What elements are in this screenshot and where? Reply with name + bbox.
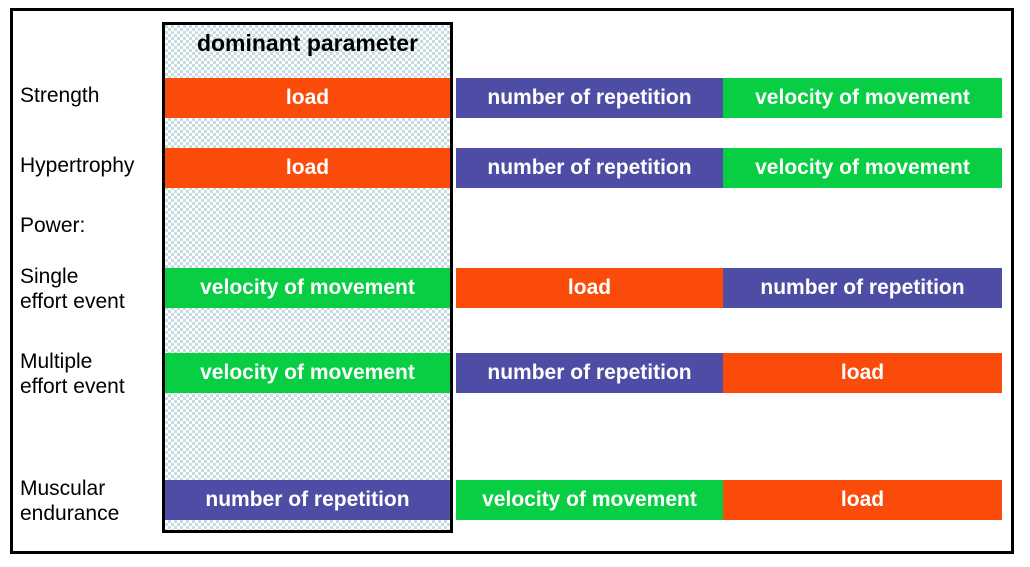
secondary-bar-single-effort-event-2: number of repetition bbox=[723, 268, 1002, 308]
row-label-power-heading: Power: bbox=[20, 214, 86, 237]
row-label-strength: Strength bbox=[20, 84, 100, 107]
secondary-bar-hypertrophy-1: number of repetition bbox=[456, 148, 723, 188]
dominant-bar-hypertrophy: load bbox=[165, 148, 450, 188]
row-label-multiple-effort-event: Multiple effort event bbox=[20, 350, 125, 398]
dominant-bar-single-effort-event: velocity of movement bbox=[165, 268, 450, 308]
row-label-single-effort-event: Single effort event bbox=[20, 265, 125, 313]
row-label-muscular-endurance: Muscular endurance bbox=[20, 477, 120, 525]
secondary-bar-multiple-effort-event-2: load bbox=[723, 353, 1002, 393]
dominant-bar-strength: load bbox=[165, 78, 450, 118]
secondary-bar-single-effort-event-1: load bbox=[456, 268, 723, 308]
secondary-bar-strength-1: number of repetition bbox=[456, 78, 723, 118]
secondary-bar-strength-2: velocity of movement bbox=[723, 78, 1002, 118]
secondary-bar-multiple-effort-event-1: number of repetition bbox=[456, 353, 723, 393]
secondary-bar-muscular-endurance-2: load bbox=[723, 480, 1002, 520]
row-label-hypertrophy: Hypertrophy bbox=[20, 154, 135, 177]
secondary-bar-hypertrophy-2: velocity of movement bbox=[723, 148, 1002, 188]
dominant-bar-muscular-endurance: number of repetition bbox=[165, 480, 450, 520]
dominant-bar-multiple-effort-event: velocity of movement bbox=[165, 353, 450, 393]
secondary-bar-muscular-endurance-1: velocity of movement bbox=[456, 480, 723, 520]
dominant-parameter-title: dominant parameter bbox=[196, 30, 419, 56]
